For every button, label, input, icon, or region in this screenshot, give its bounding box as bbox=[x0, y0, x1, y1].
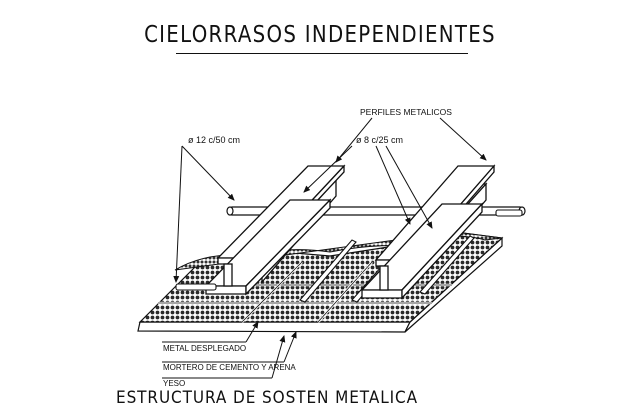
label-metal-desplegado: METAL DESPLEGADO bbox=[163, 344, 246, 353]
bar-ends bbox=[175, 209, 523, 291]
steel-profile-left bbox=[204, 164, 346, 296]
diagram-title: CIELORRASOS INDEPENDIENTES bbox=[144, 22, 496, 48]
label-yeso: YESO bbox=[163, 379, 185, 388]
steel-profile-right bbox=[360, 164, 496, 300]
title-underline bbox=[176, 53, 468, 54]
label-perfiles-metalicos: PERFILES METALICOS bbox=[360, 107, 452, 117]
callout-lines bbox=[162, 117, 487, 379]
label-bar-8: ø 8 c/25 cm bbox=[356, 135, 403, 145]
diagram-caption: ESTRUCTURA DE SOSTEN METALICA bbox=[116, 388, 419, 408]
label-bar-12: ø 12 c/50 cm bbox=[188, 135, 240, 145]
label-mortero: MORTERO DE CEMENTO Y ARENA bbox=[163, 363, 296, 372]
